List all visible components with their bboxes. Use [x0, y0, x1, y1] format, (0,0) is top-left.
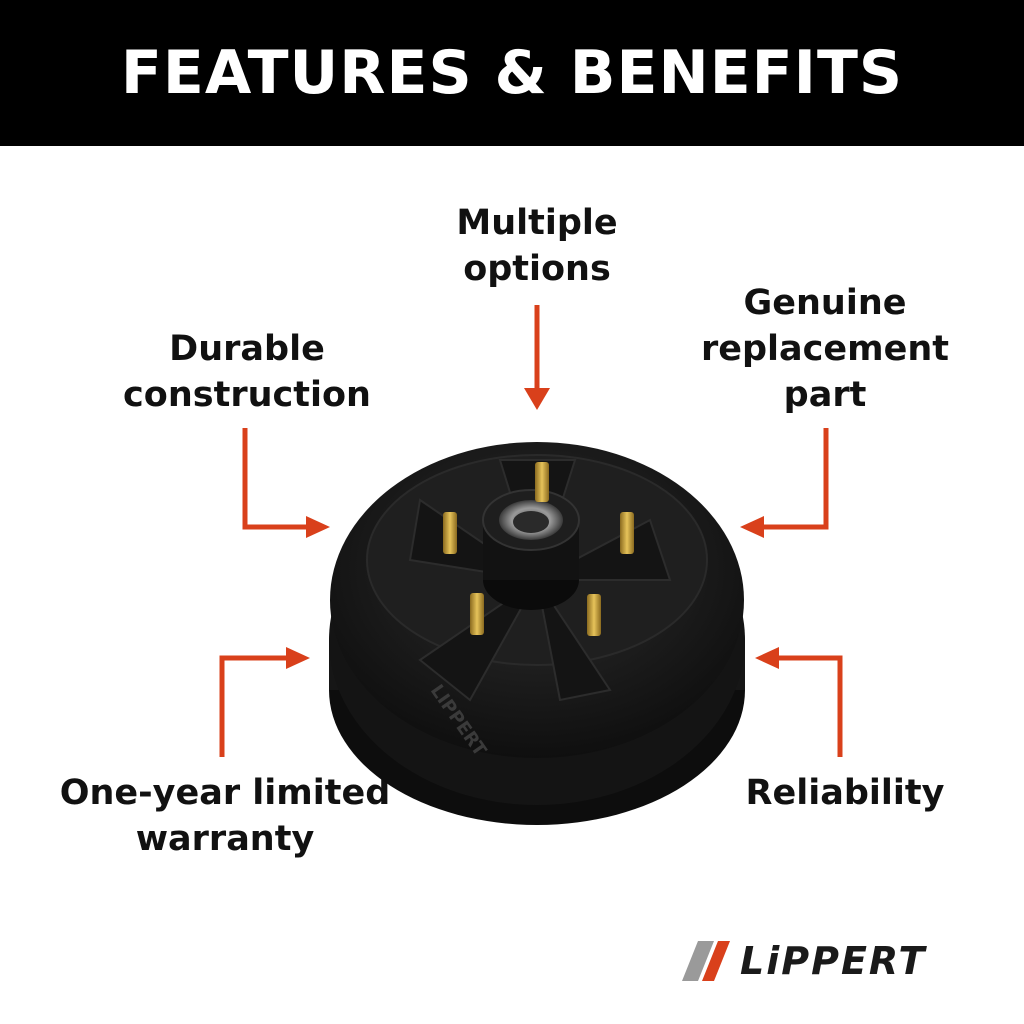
- arrow-icon: [242, 428, 310, 530]
- callout-line: replacement: [700, 329, 949, 369]
- callout-line: part: [783, 375, 867, 415]
- callout-genuine-replacement-part: Genuine replacement part: [690, 280, 960, 418]
- lippert-logo-icon: [682, 941, 730, 981]
- callout-one-year-warranty: One-year limited warranty: [50, 770, 400, 862]
- callout-durable-construction: Durable construction: [97, 326, 397, 418]
- header-band: FEATURES & BENEFITS: [0, 0, 1024, 146]
- callout-reliability: Reliability: [730, 770, 960, 816]
- brake-drum: LIPPERT: [329, 442, 745, 825]
- callout-line: construction: [123, 375, 371, 415]
- arrow-icon: [760, 428, 829, 530]
- lippert-logo: LiPPERT: [680, 934, 926, 988]
- callout-arrows: [219, 305, 843, 757]
- callout-line: warranty: [135, 819, 315, 859]
- lug-studs: [443, 462, 634, 636]
- callout-line: Reliability: [745, 773, 945, 813]
- callout-line: One-year limited: [59, 773, 391, 813]
- arrow-icon: [775, 655, 843, 757]
- logo-text: LiPPERT: [740, 939, 927, 983]
- arrow-heads: [286, 388, 779, 669]
- page-title: FEATURES & BENEFITS: [120, 38, 904, 108]
- arrow-icon: [219, 655, 290, 757]
- callout-line: Durable: [169, 329, 325, 369]
- callout-line: options: [463, 249, 611, 289]
- callout-line: Genuine: [743, 283, 907, 323]
- callout-multiple-options: Multiple options: [412, 200, 662, 292]
- callout-line: Multiple: [456, 203, 618, 243]
